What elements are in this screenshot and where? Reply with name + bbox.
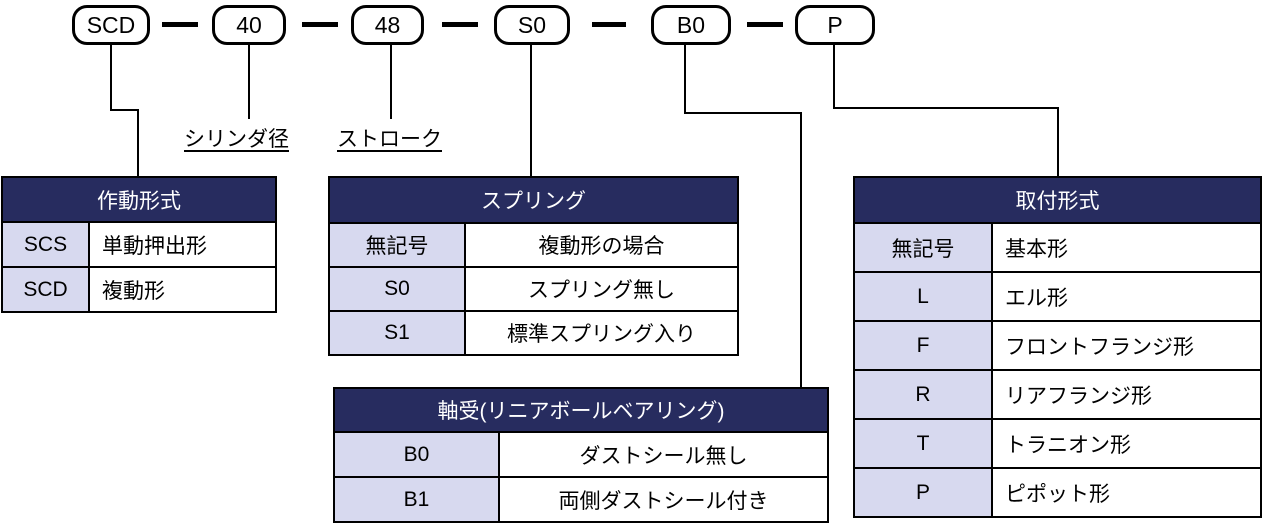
dash-separator	[592, 22, 626, 27]
description-cell: スプリング無し	[464, 266, 739, 312]
description-cell: ダストシール無し	[498, 431, 829, 478]
code-cell: F	[853, 320, 993, 371]
table-row: S1 標準スプリング入り	[328, 310, 739, 356]
connector-line	[110, 44, 112, 111]
code-segment-label: B0	[676, 11, 706, 38]
code-cell: 無記号	[853, 222, 993, 273]
dash-separator	[302, 22, 338, 27]
code-segment-label: S0	[517, 11, 547, 38]
connector-line	[137, 109, 139, 177]
connector-line	[684, 44, 686, 114]
code-cell: B0	[333, 431, 500, 478]
code-cell: SCD	[1, 266, 90, 313]
table-row: S0 スプリング無し	[328, 266, 739, 312]
description-cell: 複動形の場合	[464, 222, 739, 268]
table-title: 作動形式	[1, 176, 277, 223]
description-cell: 単動押出形	[88, 221, 277, 268]
table-row: 無記号 複動形の場合	[328, 222, 739, 268]
table-row: SCD 複動形	[1, 266, 277, 313]
table-row: R リアフランジ形	[853, 369, 1262, 420]
code-cell: P	[853, 467, 993, 518]
code-cell: B1	[333, 476, 500, 523]
connector-line	[530, 44, 532, 177]
description-cell: 標準スプリング入り	[464, 310, 739, 356]
table-row: B0 ダストシール無し	[333, 431, 829, 478]
table-row: 無記号 基本形	[853, 222, 1262, 273]
table-title: 軸受(リニアボールベアリング)	[333, 387, 829, 433]
dash-separator	[162, 22, 198, 27]
code-segment-series: SCD	[72, 5, 150, 45]
bearing-table: 軸受(リニアボールベアリング) B0 ダストシール無し B1 両側ダストシール付…	[333, 387, 829, 523]
table-row: F フロントフランジ形	[853, 320, 1262, 371]
code-cell: T	[853, 418, 993, 469]
description-cell: ピポット形	[991, 467, 1262, 518]
code-segment-label: 40	[236, 11, 262, 38]
code-segment-label: 48	[374, 11, 401, 38]
stroke-label: ストローク	[337, 128, 442, 151]
mounting-type-table: 取付形式 無記号 基本形 L エル形 F フロントフランジ形 R リアフランジ形…	[853, 176, 1262, 518]
description-cell: エル形	[991, 271, 1262, 322]
description-cell: 複動形	[88, 266, 277, 313]
connector-line	[248, 44, 250, 119]
dash-separator	[747, 22, 783, 27]
table-row: B1 両側ダストシール付き	[333, 476, 829, 523]
table-title: 取付形式	[853, 176, 1262, 224]
table-row: T トラニオン形	[853, 418, 1262, 469]
connector-line	[1057, 107, 1059, 178]
code-segment-mounting: P	[795, 5, 875, 45]
connector-line	[390, 44, 392, 119]
spring-table: スプリング 無記号 複動形の場合 S0 スプリング無し S1 標準スプリング入り	[328, 176, 739, 356]
code-cell: S0	[328, 266, 466, 312]
description-cell: トラニオン形	[991, 418, 1262, 469]
connector-line	[684, 112, 802, 114]
code-segment-label: P	[827, 11, 843, 38]
table-title: スプリング	[328, 176, 739, 224]
code-segment-bearing: B0	[651, 5, 731, 45]
connector-line	[800, 112, 802, 389]
code-cell: S1	[328, 310, 466, 356]
code-cell: R	[853, 369, 993, 420]
connector-line	[833, 107, 1059, 109]
actuation-type-table: 作動形式 SCS 単動押出形 SCD 複動形	[1, 176, 277, 313]
code-cell: SCS	[1, 221, 90, 268]
description-cell: リアフランジ形	[991, 369, 1262, 420]
connector-line	[110, 109, 139, 111]
description-cell: フロントフランジ形	[991, 320, 1262, 371]
dash-separator	[442, 22, 478, 27]
code-segment-stroke: 48	[351, 5, 424, 45]
code-cell: L	[853, 271, 993, 322]
table-row: P ピポット形	[853, 467, 1262, 518]
cylinder-bore-label: シリンダ径	[184, 128, 289, 151]
connector-line	[833, 44, 835, 109]
description-cell: 基本形	[991, 222, 1262, 273]
code-cell: 無記号	[328, 222, 466, 268]
description-cell: 両側ダストシール付き	[498, 476, 829, 523]
code-segment-bore: 40	[212, 5, 286, 45]
table-row: SCS 単動押出形	[1, 221, 277, 268]
table-row: L エル形	[853, 271, 1262, 322]
code-segment-spring: S0	[494, 5, 570, 45]
code-segment-label: SCD	[86, 11, 136, 38]
